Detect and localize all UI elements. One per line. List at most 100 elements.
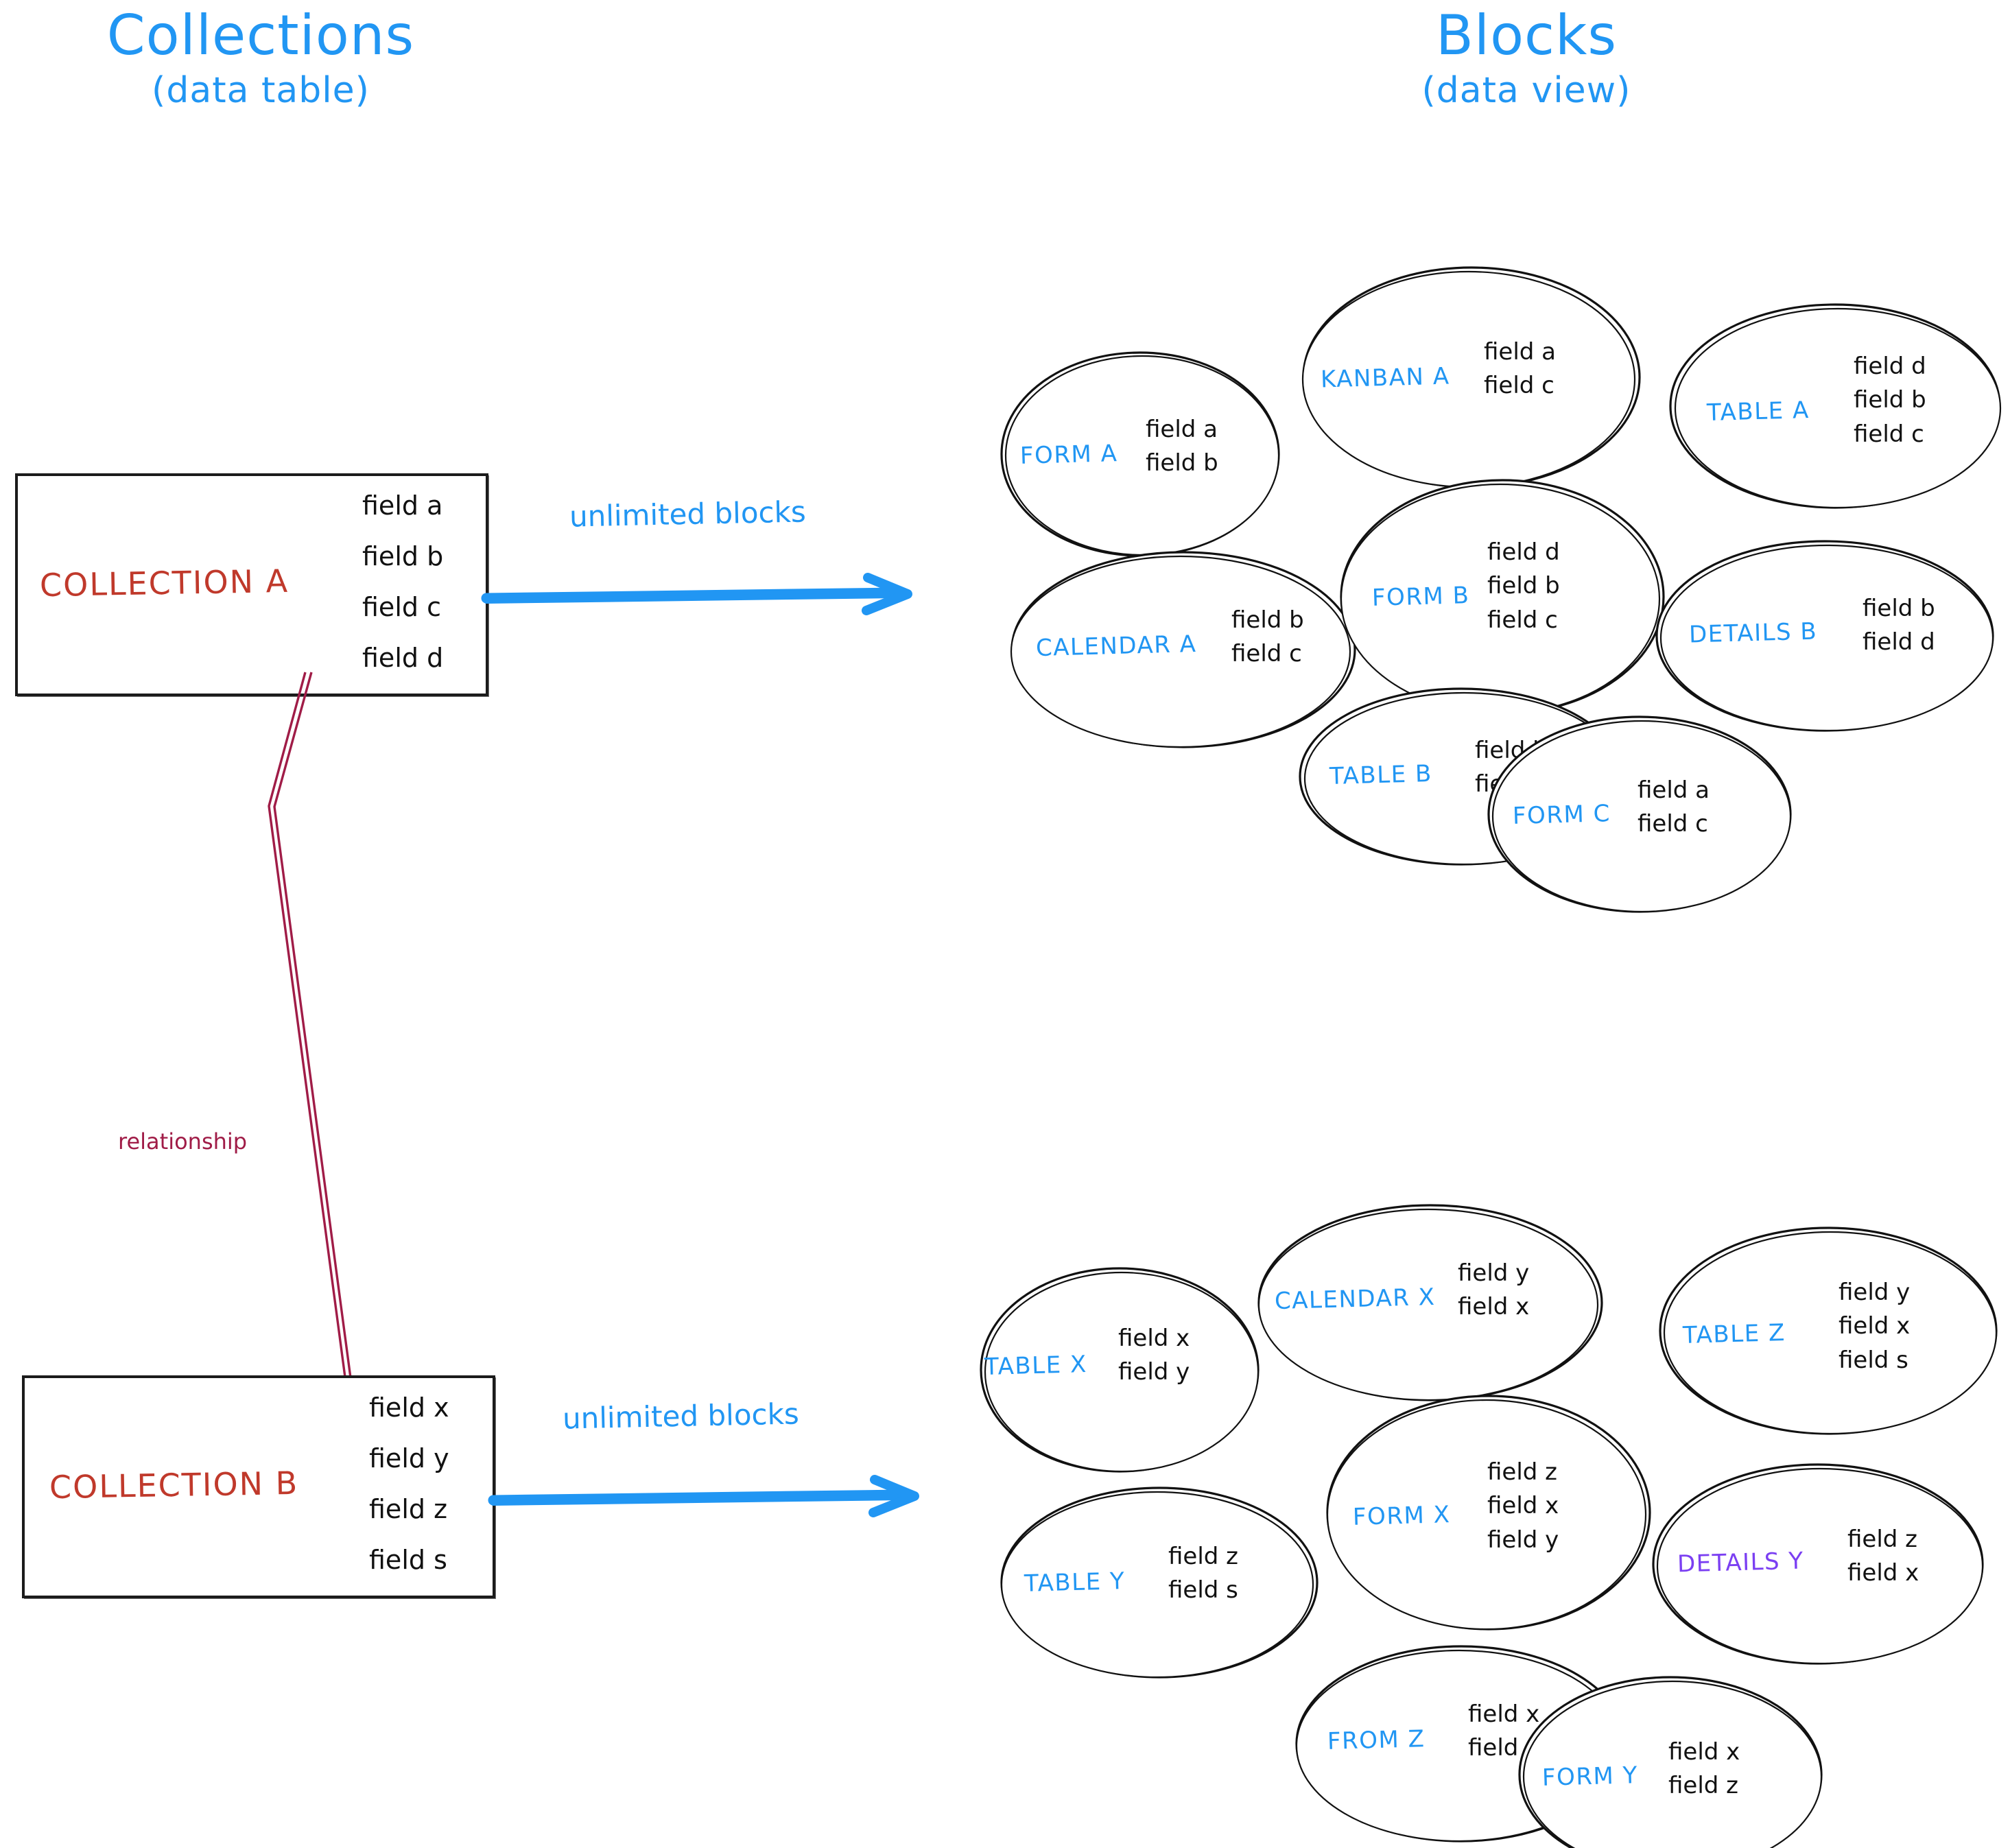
ellipse-outline xyxy=(1659,1227,1998,1435)
ellipse-outline xyxy=(1652,1463,1984,1665)
block-field: field z xyxy=(1487,1458,1558,1486)
unlimited-blocks-arrow-a xyxy=(481,573,912,615)
unlimited-blocks-label-b: unlimited blocks xyxy=(562,1397,800,1436)
unlimited-blocks-arrow-b xyxy=(488,1475,919,1517)
block-field: field a xyxy=(1484,338,1557,366)
block-details-y[interactable]: DETAILS Y field z field x xyxy=(1650,1461,1986,1667)
collection-b-field: field y xyxy=(369,1443,449,1473)
relationship-connector xyxy=(268,672,366,1419)
block-fields: field x field y xyxy=(1118,1322,1190,1390)
collections-heading: Collections (data table) xyxy=(69,7,453,113)
block-fields: field a field b xyxy=(1146,413,1218,481)
block-field: field a xyxy=(1146,416,1218,443)
block-table-x[interactable]: TABLE X field x field y xyxy=(978,1266,1262,1475)
collection-b-box[interactable] xyxy=(22,1375,495,1598)
block-label: FORM B xyxy=(1371,582,1470,612)
ellipse-outline xyxy=(1326,1395,1651,1631)
collection-a-field: field d xyxy=(362,643,444,673)
ellipse-outline xyxy=(1000,351,1280,557)
block-field: field b xyxy=(1146,449,1218,477)
ellipse-outline xyxy=(1000,1486,1319,1679)
block-field: field b xyxy=(1487,572,1560,600)
block-fields: field b field c xyxy=(1231,604,1304,672)
collection-b-field: field s xyxy=(369,1545,447,1575)
block-fields: field b field d xyxy=(1863,592,1935,660)
ellipse-outline xyxy=(1340,479,1665,715)
block-label: TABLE X xyxy=(984,1351,1088,1381)
blocks-heading: Blocks (data view) xyxy=(1348,7,1705,113)
collections-title: Collections xyxy=(106,3,415,67)
block-field: field x xyxy=(1847,1559,1919,1587)
block-label: DETAILS B xyxy=(1688,617,1818,649)
unlimited-blocks-label-a: unlimited blocks xyxy=(569,495,807,534)
block-field: field x xyxy=(1668,1738,1740,1766)
block-field: field x xyxy=(1118,1325,1190,1352)
block-table-z[interactable]: TABLE Z field y field x field s xyxy=(1657,1224,2000,1437)
block-fields: field a field c xyxy=(1637,774,1710,842)
block-field: field b xyxy=(1863,595,1935,622)
collections-subtitle: (data table) xyxy=(152,70,370,111)
ellipse-outline xyxy=(1669,303,2002,509)
block-field: field x xyxy=(1458,1293,1530,1321)
ellipse-outline xyxy=(1257,1204,1603,1401)
ellipse-outline xyxy=(1655,540,1994,732)
block-fields: field d field b field c xyxy=(1854,350,1926,451)
block-label: FORM X xyxy=(1352,1501,1451,1531)
block-kanban-a[interactable]: KANBAN A field a field c xyxy=(1300,264,1643,490)
block-field: field s xyxy=(1838,1346,1908,1374)
block-field: field x xyxy=(1838,1312,1911,1340)
block-field: field c xyxy=(1487,606,1558,634)
collection-a-field: field c xyxy=(362,592,441,622)
collection-b-fields: field x field y field z field s xyxy=(369,1395,449,1573)
block-details-b[interactable]: DETAILS B field b field d xyxy=(1653,538,1996,734)
block-field: field y xyxy=(1838,1279,1911,1306)
block-field: field z xyxy=(1847,1526,1918,1553)
block-fields: field z field x field y xyxy=(1487,1456,1559,1557)
block-fields: field y field x field s xyxy=(1838,1276,1910,1377)
block-fields: field z field s xyxy=(1168,1540,1238,1608)
relationship-label: relationship xyxy=(118,1128,248,1154)
block-field: field d xyxy=(1863,628,1935,656)
block-field: field c xyxy=(1637,810,1708,838)
block-form-x[interactable]: FORM X field z field x field y xyxy=(1324,1393,1653,1633)
block-fields: field x field z xyxy=(1468,1698,1539,1766)
block-field: field x xyxy=(1487,1492,1559,1520)
collection-b-field: field z xyxy=(369,1494,448,1524)
block-label: KANBAN A xyxy=(1320,362,1450,394)
block-form-b[interactable]: FORM B field d field b field c xyxy=(1338,477,1667,717)
block-label: TABLE Y xyxy=(1024,1567,1126,1598)
block-field: field d xyxy=(1487,538,1560,566)
ellipse-outline xyxy=(1487,715,1792,913)
block-table-y[interactable]: TABLE Y field z field s xyxy=(998,1485,1321,1681)
block-label: FORM Y xyxy=(1541,1762,1639,1792)
block-field: field c xyxy=(1854,420,1924,448)
block-label: FORM A xyxy=(1019,440,1118,470)
block-fields: field x field z xyxy=(1668,1736,1740,1803)
block-label: FORM C xyxy=(1512,800,1611,830)
block-fields: field d field b field c xyxy=(1487,536,1560,637)
block-label: CALENDAR X xyxy=(1274,1283,1436,1316)
block-field: field x xyxy=(1468,1701,1540,1728)
collection-a-field: field a xyxy=(362,490,443,521)
block-field: field z xyxy=(1168,1543,1239,1570)
block-field: field b xyxy=(1854,386,1926,414)
block-form-c[interactable]: FORM C field a field c xyxy=(1485,713,1794,916)
block-table-a[interactable]: TABLE A field d field b field c xyxy=(1667,302,2003,511)
block-label: DETAILS Y xyxy=(1677,1547,1805,1578)
block-field: field z xyxy=(1668,1772,1739,1800)
blocks-subtitle: (data view) xyxy=(1421,70,1631,111)
block-fields: field y field x xyxy=(1458,1257,1529,1325)
block-field: field c xyxy=(1484,372,1554,400)
block-label: FROM Z xyxy=(1327,1725,1426,1755)
collection-a-name: COLLECTION A xyxy=(39,562,289,604)
block-calendar-a[interactable]: CALENDAR A field b field c xyxy=(1008,549,1358,751)
block-form-a[interactable]: FORM A field a field b xyxy=(998,350,1283,559)
collection-a-box[interactable] xyxy=(15,473,488,696)
collection-b-field: field x xyxy=(369,1393,449,1423)
block-calendar-x[interactable]: CALENDAR X field y field x xyxy=(1255,1202,1605,1404)
ellipse-outline xyxy=(980,1267,1260,1473)
block-form-y[interactable]: FORM Y field x field z xyxy=(1516,1674,1825,1848)
ellipse-outline xyxy=(1518,1676,1823,1848)
block-field: field s xyxy=(1168,1576,1238,1604)
